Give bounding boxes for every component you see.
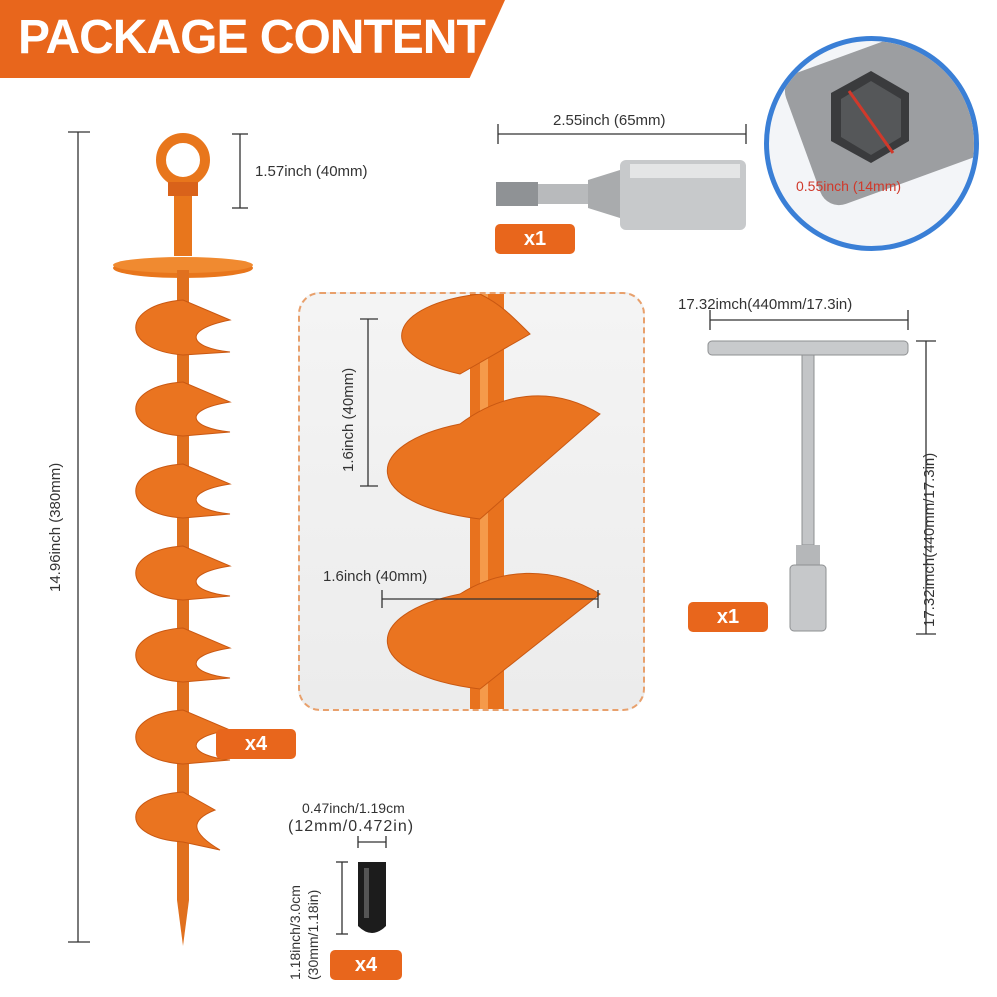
cap-graphic <box>336 836 387 935</box>
page-title: PACKAGE CONTENT <box>18 11 486 64</box>
detail-pitch-label: 1.6inch (40mm) <box>340 367 357 472</box>
detail-width-label: 1.6inch (40mm) <box>323 568 428 585</box>
socket-end-graphic <box>784 41 974 206</box>
t-wrench-height-label: 17.32imch(440mm/17.3in) <box>921 452 938 627</box>
auger-eye-height-label: 1.57inch (40mm) <box>255 163 368 180</box>
socket-quantity-badge: x1 <box>495 224 575 254</box>
header-banner <box>0 0 505 78</box>
socket-detail-circle <box>764 36 979 251</box>
cap-diameter-line1: 0.47inch/1.19cm <box>302 800 405 816</box>
auger-length-label: 14.96inch (380mm) <box>47 462 64 592</box>
auger-quantity-badge: x4 <box>216 729 296 759</box>
t-wrench-width-label: 17.32imch(440mm/17.3in) <box>678 296 853 313</box>
cap-height-line2: (30mm/1.18in) <box>305 889 321 980</box>
t-wrench-quantity-badge: x1 <box>688 602 768 632</box>
cap-height-line1: 1.18inch/3.0cm <box>287 885 303 980</box>
socket-inner-size-label: 0.55inch (14mm) <box>796 178 902 194</box>
socket-length-label: 2.55inch (65mm) <box>553 112 666 129</box>
t-wrench-graphic <box>707 310 936 635</box>
auger-graphic <box>68 131 253 946</box>
socket-bit-graphic <box>496 124 747 230</box>
cap-diameter-line2: (12mm/0.472in) <box>288 818 415 835</box>
detail-panel <box>298 292 645 711</box>
detail-spiral-graphic <box>360 294 601 709</box>
cap-quantity-badge: x4 <box>330 950 402 980</box>
